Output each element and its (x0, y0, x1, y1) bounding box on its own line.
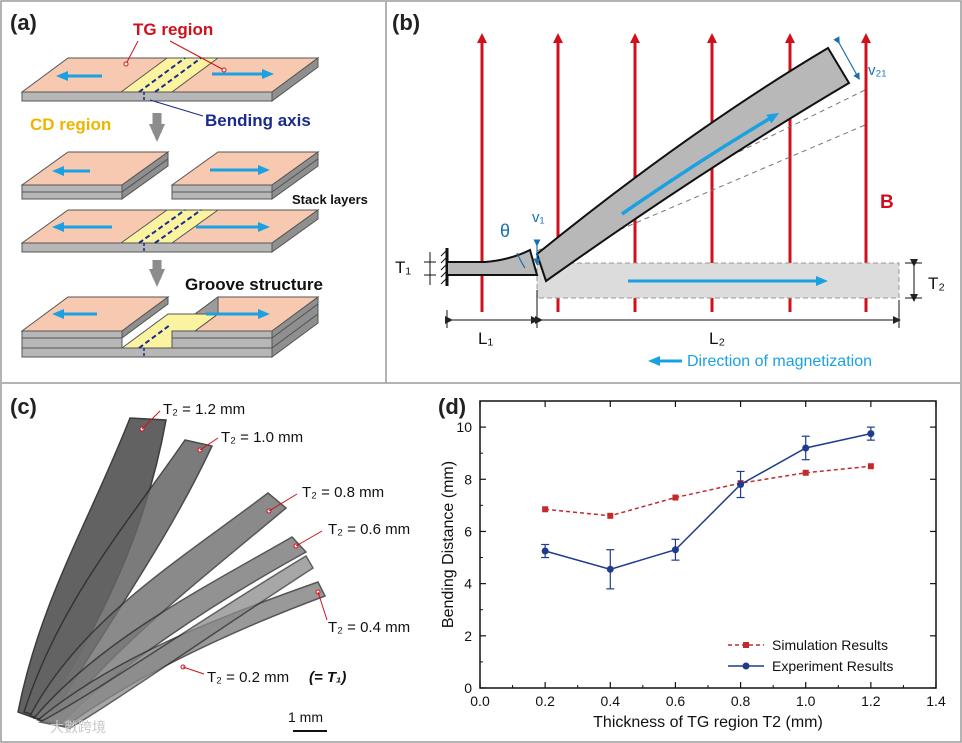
tg-leader-right (169, 40, 225, 71)
t2-annotation-3: T₂ = 0.8 mm (302, 484, 384, 501)
data-point-square (802, 469, 809, 476)
y-tick-label: 8 (464, 471, 472, 487)
scale-bar-label: 1 mm (288, 709, 323, 725)
y-tick-label: 10 (456, 419, 472, 435)
strip-photo (17, 417, 327, 729)
t2-annotation-4: T₂ = 0.6 mm (328, 521, 410, 538)
x-tick-label: 0.8 (731, 693, 751, 709)
y-tick-label: 4 (464, 576, 472, 592)
data-point-circle (606, 565, 614, 573)
tg-region-label: TG region (133, 20, 213, 39)
data-point-circle (867, 430, 875, 438)
data-point-square (867, 463, 874, 470)
b-field-label: B (880, 192, 894, 213)
data-point-circle (671, 546, 679, 554)
t2-annotation-2: T₂ = 1.0 mm (221, 429, 303, 446)
panel-a-label: (a) (10, 10, 37, 35)
slab-single (20, 57, 320, 102)
series-line-0 (545, 465, 871, 517)
data-point-square (542, 506, 549, 513)
bent-magnetization-arrow (621, 112, 780, 216)
panel-b-label: (b) (392, 10, 420, 35)
legend-marker-square (743, 642, 749, 648)
thin-segment (446, 248, 539, 277)
theta-arc (516, 252, 526, 269)
theta-label: θ (500, 221, 510, 241)
slab-stack (20, 151, 320, 253)
data-point-circle (802, 444, 810, 452)
y-axis-title: Bending Distance (mm) (440, 461, 457, 628)
panel-d-label: (d) (438, 394, 466, 419)
t1-equivalence-note: (= T₁) (309, 669, 346, 686)
y-tick-label: 0 (464, 680, 472, 696)
legend-label-0: Simulation Results (772, 637, 888, 653)
legend-label-1: Experiment Results (772, 658, 893, 674)
x-tick-label: 0.2 (535, 693, 555, 709)
series-line-1 (544, 432, 872, 571)
panel-a: (a) TG region CD region Bending axis (10, 10, 368, 358)
data-point-circle (541, 547, 549, 555)
l2-label: L₂ (709, 329, 725, 348)
bending-axis-label: Bending axis (205, 111, 311, 130)
data-point-square (607, 512, 614, 519)
reference-line-2 (536, 124, 866, 266)
strip-annotations: T₂ = 1.2 mm T₂ = 1.0 mm T₂ = 0.8 mm T₂ =… (139, 401, 410, 686)
watermark: 大數跨境 (50, 719, 106, 735)
v21-dimension (833, 36, 860, 81)
groove-structure-label: Groove structure (185, 275, 323, 294)
l1-label: L₁ (478, 329, 493, 348)
x-tick-label: 1.4 (926, 693, 946, 709)
t2-annotation-6: T₂ = 0.2 mm (207, 669, 289, 686)
x-tick-label: 1.0 (796, 693, 816, 709)
stack-layers-label: Stack layers (292, 192, 368, 207)
x-tick-label: 0.6 (666, 693, 686, 709)
data-point-circle (737, 480, 745, 488)
x-tick-label: 1.2 (861, 693, 881, 709)
data-point-square (672, 494, 679, 501)
magnetization-legend-label: Direction of magnetization (687, 353, 872, 370)
slab-groove (20, 296, 320, 358)
v1-label: v₁ (532, 209, 545, 226)
panel-b: (b) B v₂₁ (392, 10, 945, 370)
t1-label: T₁ (395, 258, 411, 277)
panel-c-label: (c) (10, 394, 37, 419)
x-tick-label: 0.4 (601, 693, 621, 709)
x-axis-title: Thickness of TG region T2 (mm) (593, 714, 823, 731)
tg-leader-left (125, 40, 139, 65)
y-tick-label: 6 (464, 523, 472, 539)
t2-annotation-1: T₂ = 1.2 mm (163, 401, 245, 418)
cd-region-label: CD region (30, 115, 111, 134)
bending-distance-chart: 0.0 0.2 0.4 0.6 0.8 1.0 1.2 1.4 0 2 4 6 8 10Thickness… (440, 400, 946, 731)
panel-d: (d) 0.0 0.2 0.4 0.6 0.8 1.0 1.2 1.4 0 2 4 6 8 10Thick… (438, 394, 946, 731)
x-tick-label: 0.0 (470, 693, 490, 709)
t2-annotation-5: T₂ = 0.4 mm (328, 619, 410, 636)
bending-axis-leader (149, 99, 204, 117)
panel-c: (c) T₂ = 1.2 mm T₂ = 1.0 mm T₂ = 0.8 mm … (10, 394, 410, 735)
t2-label: T₂ (928, 274, 945, 293)
legend-marker-circle (742, 662, 750, 670)
v21-label: v₂₁ (868, 62, 886, 79)
y-tick-label: 2 (464, 628, 472, 644)
